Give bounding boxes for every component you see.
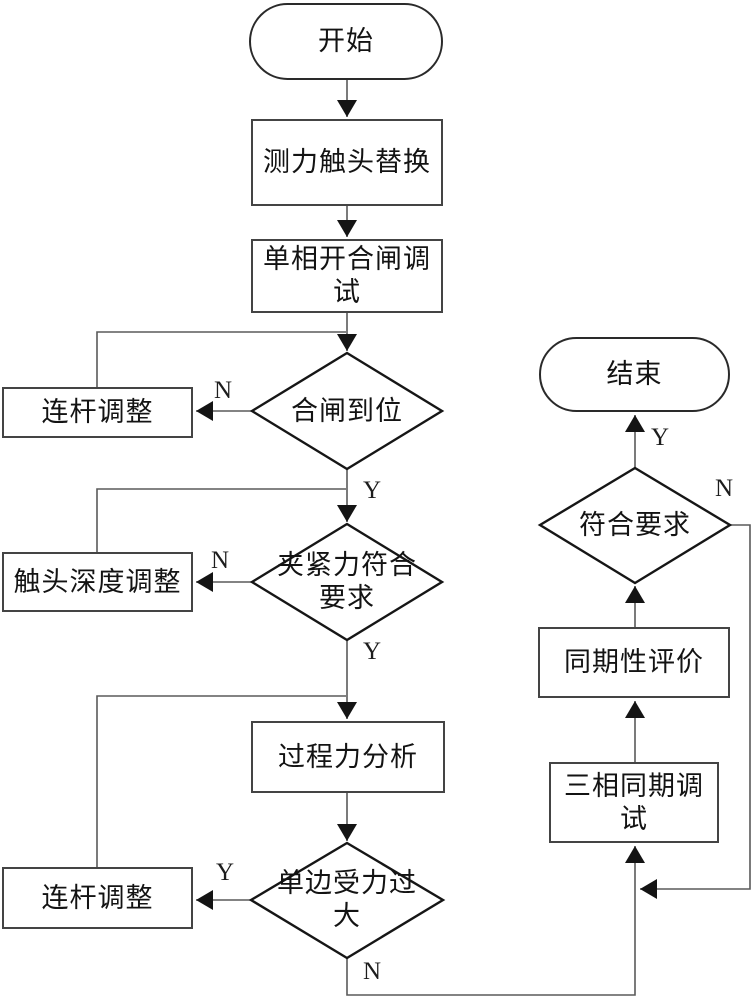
contact-depth-node: 触头深度调整 xyxy=(2,552,193,612)
edge-contactdepth-return xyxy=(96,488,346,552)
single-phase-test-label: 单相开合闸调试 xyxy=(263,244,431,307)
meet-requirement-decision-label: 符合要求 xyxy=(579,510,691,540)
edge-unilateral-threephase xyxy=(346,846,645,996)
single-phase-test-node: 单相开合闸调试 xyxy=(251,239,443,313)
contact-depth-label: 触头深度调整 xyxy=(13,566,182,597)
edge-linkage1-return xyxy=(96,331,346,387)
end-node: 结束 xyxy=(539,337,730,412)
close-in-place-decision-shape xyxy=(249,351,445,471)
process-force-label: 过程力分析 xyxy=(278,741,418,772)
branch-label-close-n: N xyxy=(214,377,233,404)
linkage-adjust-label-2: 连杆调整 xyxy=(41,882,154,913)
edge-linkage2-return xyxy=(96,695,346,867)
close-in-place-decision-label: 合闸到位 xyxy=(291,396,403,426)
branch-label-unilateral-y: Y xyxy=(216,859,235,886)
clamp-force-decision-shape xyxy=(249,522,445,642)
branch-label-clamp-n: N xyxy=(211,547,230,574)
linkage-adjust-label-1: 连杆调整 xyxy=(41,397,154,428)
three-phase-test-node: 三相同期调试 xyxy=(549,762,719,843)
branch-label-clamp-y: Y xyxy=(363,638,382,665)
process-force-node: 过程力分析 xyxy=(251,721,445,793)
replace-contact-label: 测力触头替换 xyxy=(263,147,431,178)
sync-eval-label: 同期性评价 xyxy=(564,647,704,678)
branch-label-close-y: Y xyxy=(363,477,382,504)
branch-label-meet-n: N xyxy=(715,475,734,502)
three-phase-test-label: 三相同期调试 xyxy=(564,770,704,834)
sync-eval-node: 同期性评价 xyxy=(538,627,730,698)
branch-label-meet-y: Y xyxy=(651,424,670,451)
edge-meetcheck-return-n xyxy=(640,524,751,899)
meet-requirement-decision-shape xyxy=(537,466,733,585)
clamp-force-decision-label: 夹紧力符合要求 xyxy=(277,550,417,613)
branch-label-unilateral-n: N xyxy=(363,958,382,985)
linkage-adjust-node-1: 连杆调整 xyxy=(2,387,193,438)
end-label: 结束 xyxy=(606,359,663,390)
linkage-adjust-node-2: 连杆调整 xyxy=(2,867,193,929)
unilateral-force-decision-label: 单边受力过大 xyxy=(277,868,417,931)
unilateral-force-decision-shape xyxy=(248,841,446,960)
replace-contact-node: 测力触头替换 xyxy=(251,119,443,206)
start-node: 开始 xyxy=(249,3,443,80)
start-label: 开始 xyxy=(318,26,374,57)
